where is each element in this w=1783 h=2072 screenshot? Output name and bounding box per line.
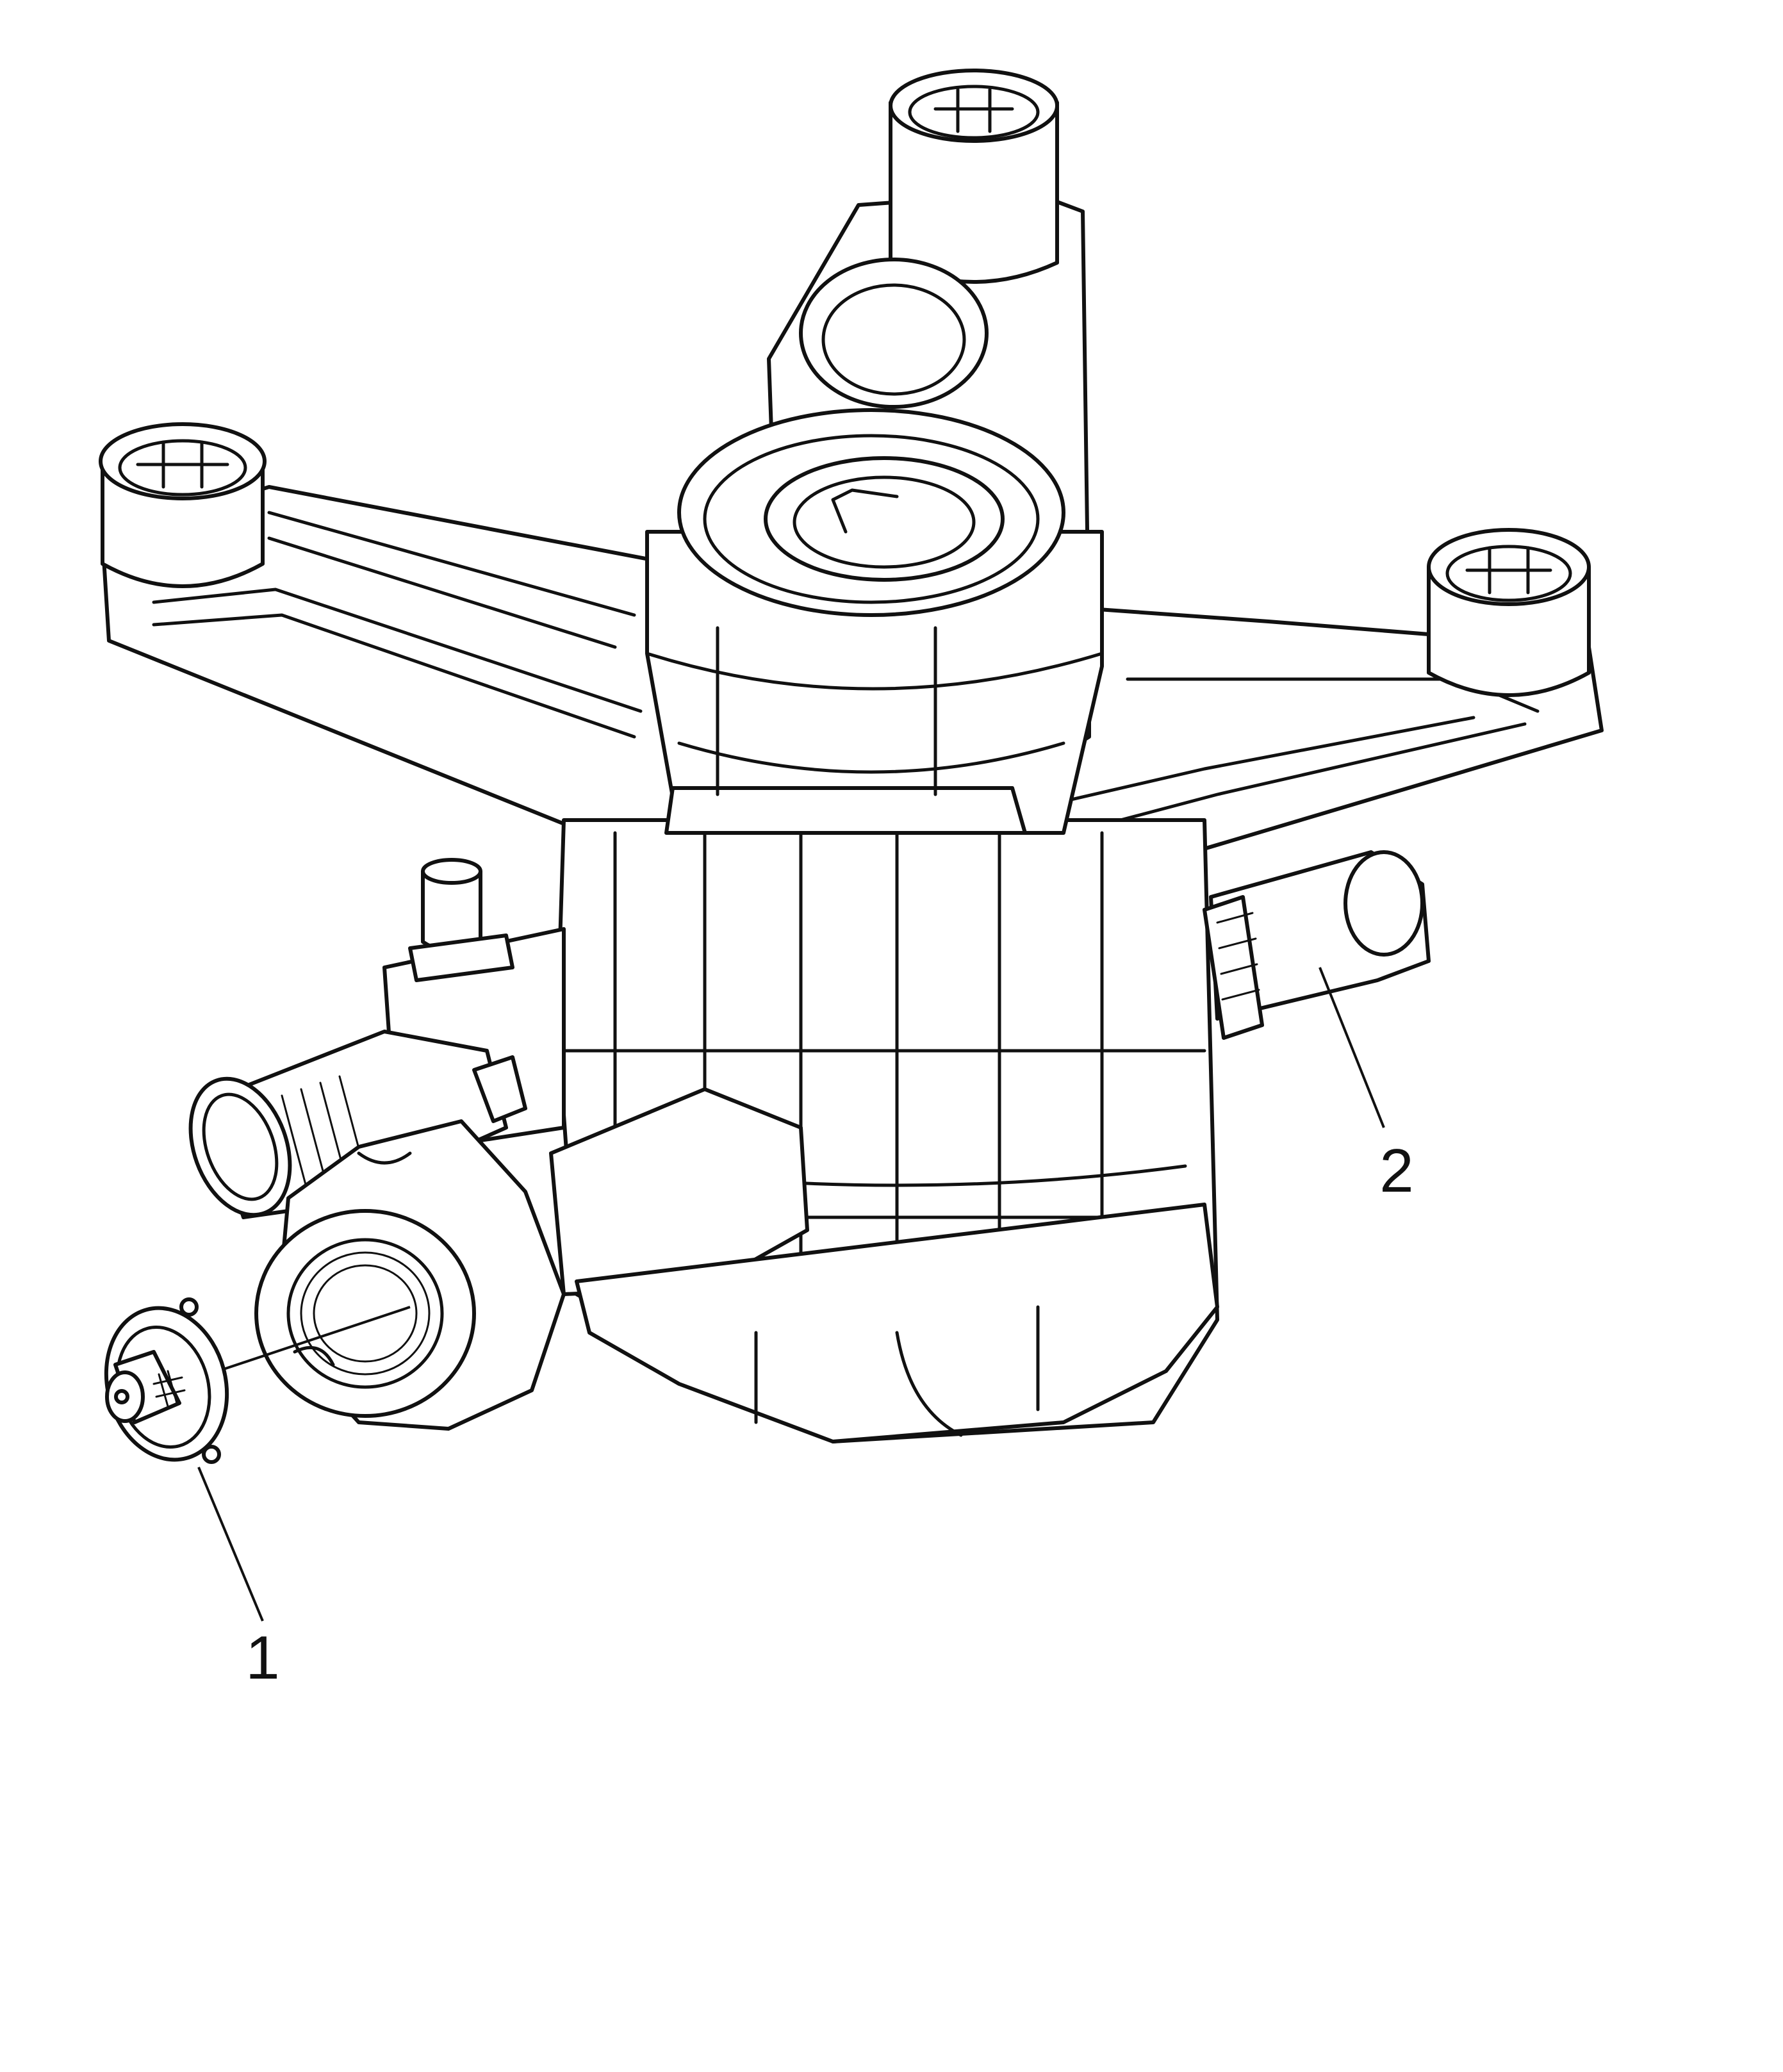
hose-knob [254,1087,809,1431]
callout-1: 1 [197,1467,280,1692]
inlet-filter [104,1297,411,1464]
left-mounting-arm [99,422,719,854]
callout-2: 2 [1319,967,1414,1205]
inlet-fitting-assembly [188,858,566,1219]
callout-1-label: 1 [245,1624,279,1692]
callout-2-label: 2 [1379,1137,1413,1205]
bearing-housing [645,408,1104,835]
bottom-manifold [575,1203,1219,1443]
outlet-fitting [1203,850,1431,1040]
